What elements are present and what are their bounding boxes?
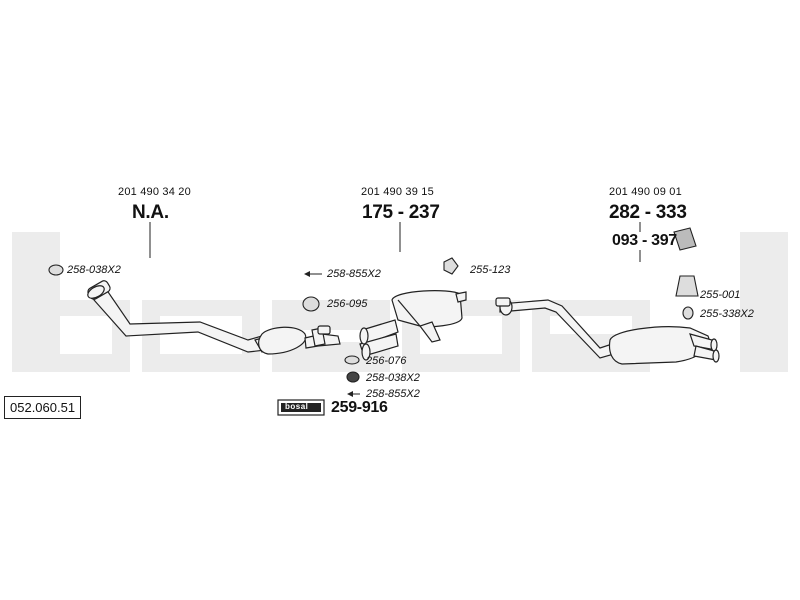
front-pipe-drawing — [87, 280, 341, 355]
arrow-icon — [347, 391, 353, 397]
part-label: 256-076 — [366, 355, 407, 367]
bracket-part-number: 093 - 397 — [612, 232, 677, 249]
arrow-icon — [304, 271, 310, 277]
clamp-icon — [344, 355, 360, 365]
part-label: 258-038X2 — [366, 372, 420, 384]
rubber-mount-icon — [302, 296, 320, 312]
part-label: 258-855X2 — [366, 388, 420, 400]
part-label: 255-338X2 — [700, 308, 754, 320]
kit-part-number: 259-916 — [331, 399, 388, 416]
bosal-logo — [277, 399, 325, 416]
oem-number: 201 490 39 15 — [361, 186, 434, 198]
ring-icon — [682, 306, 694, 320]
middle-silencer-drawing — [359, 290, 467, 361]
rubber-mount-icon — [675, 275, 699, 297]
oem-number: 201 490 09 01 — [609, 186, 682, 198]
part-label: 255-123 — [470, 264, 511, 276]
leader-lines — [149, 222, 641, 395]
hanger-icon — [443, 257, 459, 275]
part-number-rear: 282 - 333 — [609, 202, 687, 223]
part-label: 255-001 — [700, 289, 741, 301]
part-number-front: N.A. — [132, 202, 169, 223]
bosal-logo-text: bosal — [285, 402, 309, 411]
reference-number: 052.060.51 — [4, 396, 82, 419]
bracket-icon — [673, 227, 697, 251]
part-label: 258-855X2 — [327, 268, 381, 280]
part-number-middle: 175 - 237 — [362, 202, 440, 223]
oem-number: 201 490 34 20 — [118, 186, 191, 198]
rear-silencer-drawing — [495, 297, 720, 365]
gasket-icon — [48, 264, 64, 276]
part-label: 258-038X2 — [67, 264, 121, 276]
part-label: 256-095 — [327, 298, 368, 310]
gasket-icon — [346, 371, 360, 383]
